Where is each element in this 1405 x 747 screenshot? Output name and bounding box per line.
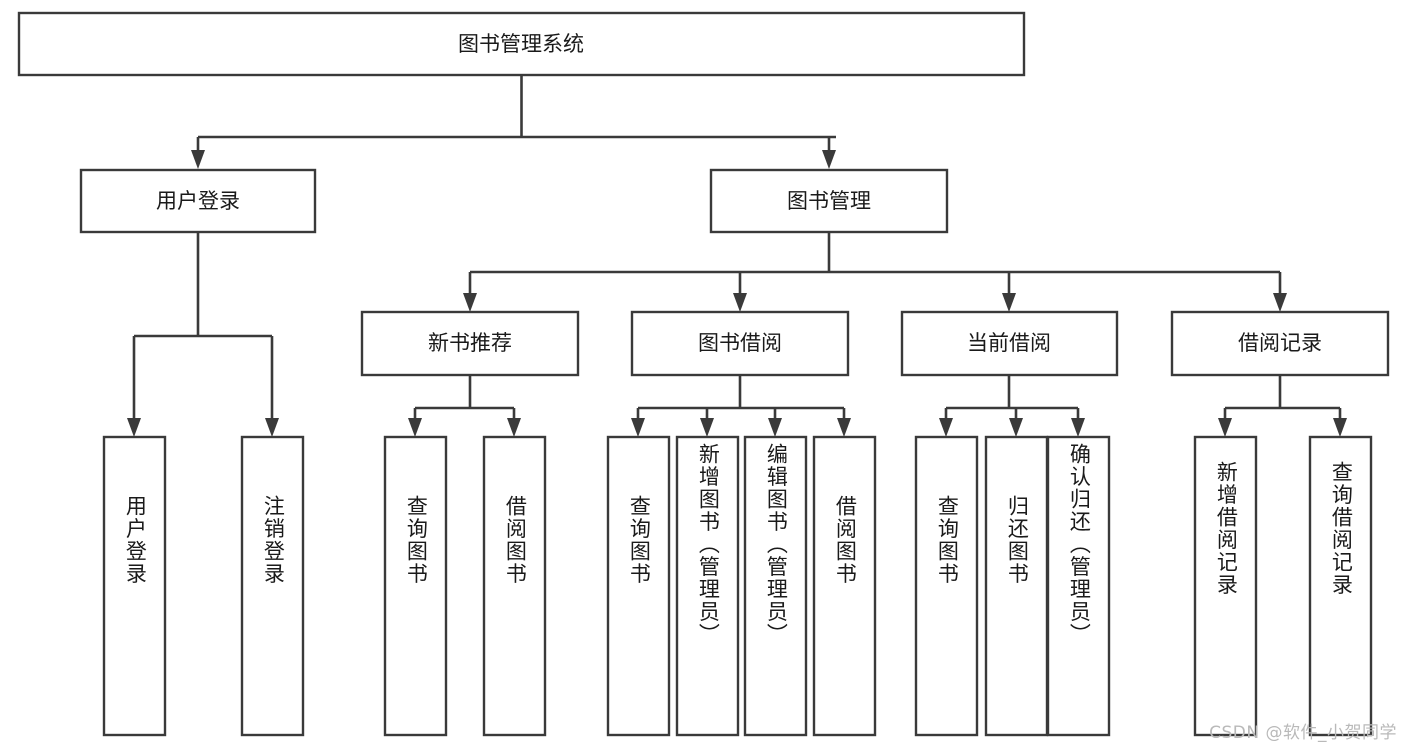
node-new-book-recommend-box[interactable] (360, 310, 580, 377)
node-root-label: 图书管理系统 (458, 32, 584, 56)
node-leaf-borrow-book-2-box[interactable] (812, 435, 877, 737)
nodes-layer: 图书管理系统 用户登录 图书管理 新书推荐 图书借阅 当前 (17, 11, 1390, 737)
node-leaf-return-book[interactable]: 归还图书 (986, 437, 1047, 735)
arrowhead-curborrow-leaf2 (1009, 418, 1023, 437)
node-leaf-query-book-3-label: 查询图书 (935, 495, 960, 585)
node-leaf-query-book-2-label: 查询图书 (627, 495, 652, 585)
node-leaf-user-login-label: 用户登录 (123, 495, 148, 585)
node-current-borrow-label: 当前借阅 (967, 331, 1051, 355)
node-borrow-record[interactable]: 借阅记录 (1170, 310, 1390, 377)
node-leaf-logout-label: 注销登录 (261, 495, 286, 585)
node-leaf-query-record-label: 查询借阅记录 (1329, 461, 1354, 596)
node-root[interactable]: 图书管理系统 (17, 11, 1026, 77)
node-leaf-borrow-book-1[interactable]: 借阅图书 (484, 437, 545, 735)
node-root-box[interactable] (17, 11, 1026, 77)
node-leaf-edit-book-label: 编辑图书（管理员） (764, 443, 789, 646)
arrowhead-newbook-leaf2 (507, 418, 521, 437)
node-leaf-confirm-return[interactable]: 确认归还（管理员） (1048, 437, 1109, 735)
node-leaf-user-login[interactable]: 用户登录 (104, 437, 165, 735)
node-leaf-logout[interactable]: 注销登录 (242, 437, 303, 735)
node-leaf-query-book-1[interactable]: 查询图书 (385, 437, 446, 735)
node-new-book-recommend[interactable]: 新书推荐 (360, 310, 580, 377)
node-leaf-query-book-3[interactable]: 查询图书 (916, 437, 977, 735)
node-book-management-label: 图书管理 (787, 189, 871, 213)
node-leaf-add-book-label: 新增图书（管理员） (696, 443, 721, 646)
arrowhead-newbook-leaf1 (408, 418, 422, 437)
node-book-borrow-box[interactable] (630, 310, 850, 377)
node-leaf-borrow-book-2[interactable]: 借阅图书 (814, 437, 875, 735)
node-borrow-record-box[interactable] (1170, 310, 1390, 377)
node-leaf-query-book-1-box[interactable] (383, 435, 448, 737)
arrowhead-leaf-user-login (127, 418, 141, 437)
node-leaf-confirm-return-box[interactable] (1046, 435, 1111, 737)
arrowhead-leaf-logout (265, 418, 279, 437)
arrowhead-book-borrow (733, 293, 747, 312)
node-current-borrow-box[interactable] (900, 310, 1119, 377)
node-book-management-box[interactable] (709, 168, 949, 234)
node-leaf-query-record-box[interactable] (1308, 435, 1373, 737)
arrowhead-borrowrec-leaf2 (1333, 418, 1347, 437)
node-book-management[interactable]: 图书管理 (709, 168, 949, 234)
arrowhead-bookborrow-leaf1 (631, 418, 645, 437)
node-leaf-query-record[interactable]: 查询借阅记录 (1310, 437, 1371, 735)
node-new-book-recommend-label: 新书推荐 (428, 331, 512, 355)
node-leaf-add-record[interactable]: 新增借阅记录 (1195, 437, 1256, 735)
node-leaf-edit-book-box[interactable] (743, 435, 808, 737)
node-leaf-return-book-label: 归还图书 (1005, 495, 1030, 585)
node-leaf-add-record-label: 新增借阅记录 (1214, 461, 1239, 596)
node-leaf-confirm-return-label: 确认归还（管理员） (1067, 443, 1092, 646)
node-leaf-query-book-2-box[interactable] (606, 435, 671, 737)
node-current-borrow[interactable]: 当前借阅 (900, 310, 1119, 377)
csdn-watermark: CSDN @软件_小贺同学 (1209, 723, 1397, 743)
node-user-login-label: 用户登录 (156, 189, 240, 213)
arrowhead-user-login (191, 150, 205, 169)
node-user-login[interactable]: 用户登录 (79, 168, 317, 234)
arrowhead-borrow-record (1273, 293, 1287, 312)
node-leaf-user-login-box[interactable] (102, 435, 167, 737)
node-leaf-return-book-box[interactable] (984, 435, 1049, 737)
arrowhead-bookborrow-leaf3 (768, 418, 782, 437)
arrowhead-new-book (463, 293, 477, 312)
node-leaf-borrow-book-1-box[interactable] (482, 435, 547, 737)
arrowhead-book-mgmt (822, 150, 836, 169)
node-leaf-add-record-box[interactable] (1193, 435, 1258, 737)
node-leaf-logout-box[interactable] (240, 435, 305, 737)
node-book-borrow[interactable]: 图书借阅 (630, 310, 850, 377)
node-leaf-edit-book[interactable]: 编辑图书（管理员） (745, 437, 806, 735)
edges-layer (127, 75, 1347, 437)
node-leaf-query-book-3-box[interactable] (914, 435, 979, 737)
arrowhead-current-borrow (1002, 293, 1016, 312)
node-leaf-add-book-box[interactable] (675, 435, 740, 737)
node-leaf-borrow-book-1-label: 借阅图书 (503, 495, 528, 585)
node-borrow-record-label: 借阅记录 (1238, 331, 1322, 355)
arrowhead-bookborrow-leaf2 (700, 418, 714, 437)
node-leaf-query-book-2[interactable]: 查询图书 (608, 437, 669, 735)
arrowhead-bookborrow-leaf4 (837, 418, 851, 437)
arrowhead-curborrow-leaf1 (939, 418, 953, 437)
arrowhead-borrowrec-leaf1 (1218, 418, 1232, 437)
node-leaf-query-book-1-label: 查询图书 (404, 495, 429, 585)
node-leaf-add-book[interactable]: 新增图书（管理员） (677, 437, 738, 735)
node-book-borrow-label: 图书借阅 (698, 331, 782, 355)
node-user-login-box[interactable] (79, 168, 317, 234)
arrowhead-curborrow-leaf3 (1071, 418, 1085, 437)
node-leaf-borrow-book-2-label: 借阅图书 (833, 495, 858, 585)
